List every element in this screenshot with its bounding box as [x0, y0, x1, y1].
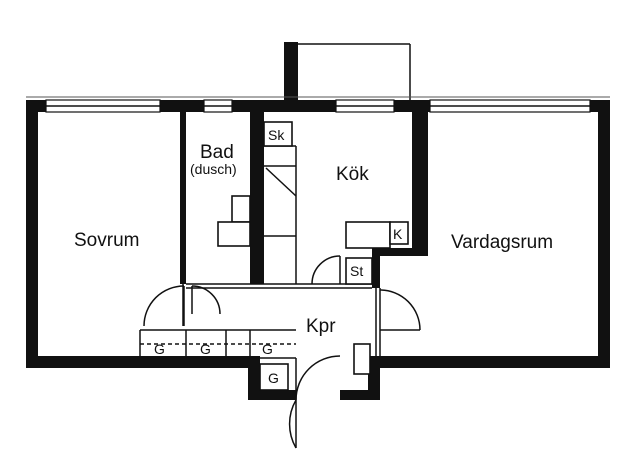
room-label-kok: Kök: [336, 164, 369, 185]
fixture-g-4: G: [259, 363, 289, 391]
fixture-g-label: G: [154, 341, 165, 357]
balcony: [284, 42, 411, 100]
fixture-k: K: [389, 221, 409, 245]
fixture-sk-label: Sk: [268, 127, 285, 143]
interior-walls: [180, 112, 428, 356]
room-label-kpr: Kpr: [306, 316, 336, 337]
windows: [26, 96, 610, 113]
fixture-g-1: G: [154, 341, 165, 357]
kitchen-counter: [217, 145, 391, 284]
fixture-sk: Sk: [263, 121, 293, 147]
room-label-vardagsrum: Vardagsrum: [451, 232, 553, 253]
room-label-sovrum: Sovrum: [74, 230, 139, 251]
fixture-st-label: St: [350, 263, 363, 279]
fixture-g-label: G: [262, 341, 273, 357]
room-label-bad: Bad: [200, 142, 234, 163]
wardrobe-row: [139, 329, 371, 375]
fixture-g-3: G: [262, 341, 273, 357]
fixture-st: St: [345, 257, 373, 285]
fixture-k-label: K: [393, 226, 403, 242]
outer-walls: [26, 100, 610, 400]
fixture-g-label: G: [268, 370, 279, 386]
room-label-bad-sub: (dusch): [190, 161, 237, 177]
doors: [143, 255, 421, 449]
fixture-g-2: G: [200, 341, 211, 357]
fixture-g-label: G: [200, 341, 211, 357]
